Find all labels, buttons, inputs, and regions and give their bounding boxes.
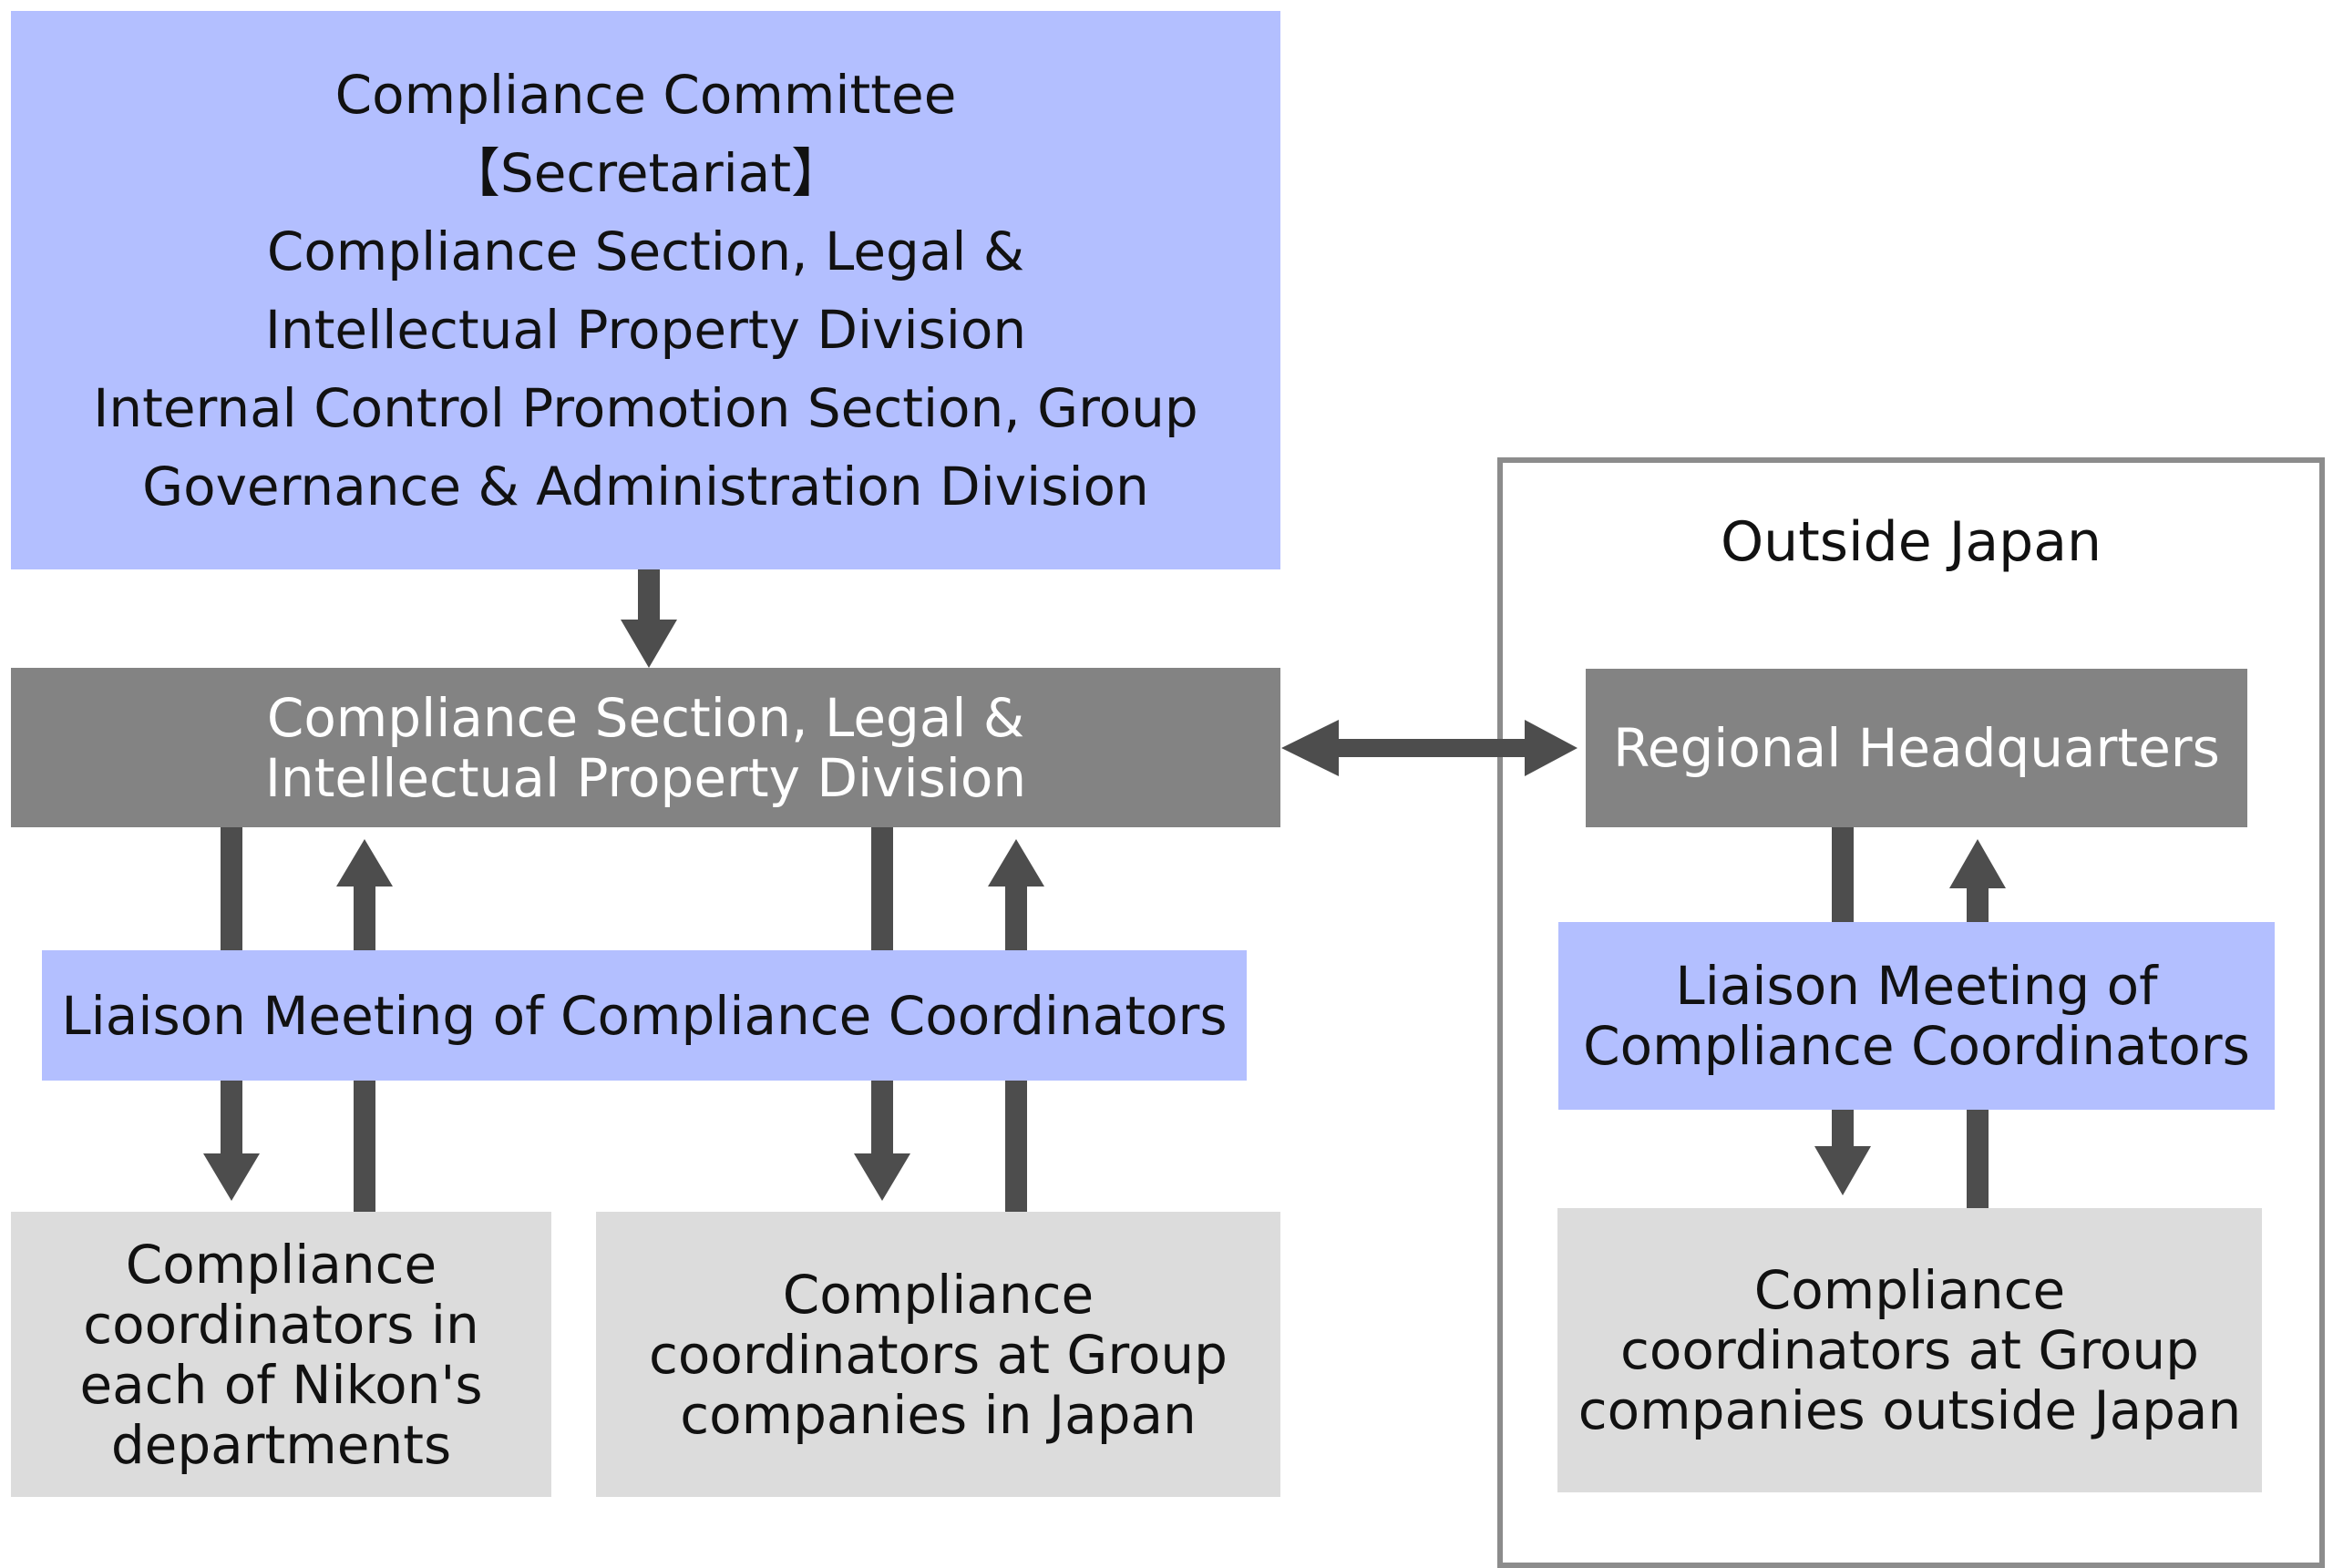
arrow-segment-left-up-lower (354, 1081, 375, 1212)
committee-title: Compliance Committee (334, 63, 957, 126)
compliance-committee-box: Compliance Committee 【Secretariat】 Compl… (11, 11, 1280, 569)
arrow-segment-right-down-upper (1832, 827, 1854, 922)
arrow-right-up (1949, 839, 2006, 922)
committee-line: Governance & Administration Division (142, 455, 1149, 518)
arrow-segment-mid-up-lower (1005, 1081, 1027, 1212)
group-companies-japan-box: Compliance coordinators at Group compani… (596, 1212, 1280, 1497)
group-outside-line: coordinators at Group (1620, 1319, 2199, 1381)
central-line: Intellectual Property Division (264, 746, 1027, 809)
group-companies-outside-box: Compliance coordinators at Group compani… (1557, 1208, 2262, 1492)
arrow-central-regional (1281, 720, 1578, 776)
group-outside-line: companies outside Japan (1578, 1379, 2242, 1441)
committee-secretariat: 【Secretariat】 (447, 141, 845, 204)
committee-line: Intellectual Property Division (264, 298, 1027, 361)
outside-japan-title: Outside Japan (1720, 510, 2102, 574)
liaison-meeting-label: Liaison Meeting of Compliance Coordinato… (61, 984, 1228, 1047)
arrow-left-down (203, 1081, 260, 1201)
arrow-mid-down (854, 1081, 910, 1201)
group-japan-line: Compliance (782, 1263, 1095, 1326)
arrow-segment-right-up-lower (1967, 1110, 1989, 1208)
central-line: Compliance Section, Legal & (266, 686, 1025, 749)
group-japan-line: companies in Japan (680, 1383, 1197, 1446)
nikon-depts-line: departments (110, 1413, 452, 1476)
nikon-departments-coordinators-box: Compliance coordinators in each of Nikon… (11, 1212, 551, 1497)
arrow-left-up (336, 839, 393, 950)
arrow-mid-up (988, 839, 1044, 950)
liaison-meeting-outside-box: Liaison Meeting of Compliance Coordinato… (1558, 922, 2275, 1110)
arrow-segment-left-down-upper (221, 827, 242, 950)
committee-line: Internal Control Promotion Section, Grou… (93, 376, 1198, 439)
regional-label: Regional Headquarters (1613, 717, 2220, 779)
liaison-outside-line: Compliance Coordinators (1583, 1015, 2250, 1077)
outside-japan-frame (1497, 457, 2325, 1568)
group-outside-line: Compliance (1753, 1259, 2066, 1321)
central-compliance-section-box: Compliance Section, Legal & Intellectual… (11, 668, 1280, 827)
regional-headquarters-box: Regional Headquarters (1586, 669, 2247, 827)
liaison-meeting-box: Liaison Meeting of Compliance Coordinato… (42, 950, 1247, 1081)
nikon-depts-line: Compliance (125, 1233, 437, 1296)
arrow-segment-mid-down-upper (871, 827, 893, 950)
committee-line: Compliance Section, Legal & (266, 220, 1025, 282)
nikon-depts-line: each of Nikon's (79, 1353, 483, 1416)
nikon-depts-line: coordinators in (83, 1293, 479, 1356)
arrow-right-down (1814, 1110, 1871, 1195)
arrow-committee-to-central (621, 569, 677, 668)
liaison-outside-line: Liaison Meeting of (1675, 955, 2158, 1017)
group-japan-line: coordinators at Group (649, 1323, 1228, 1386)
